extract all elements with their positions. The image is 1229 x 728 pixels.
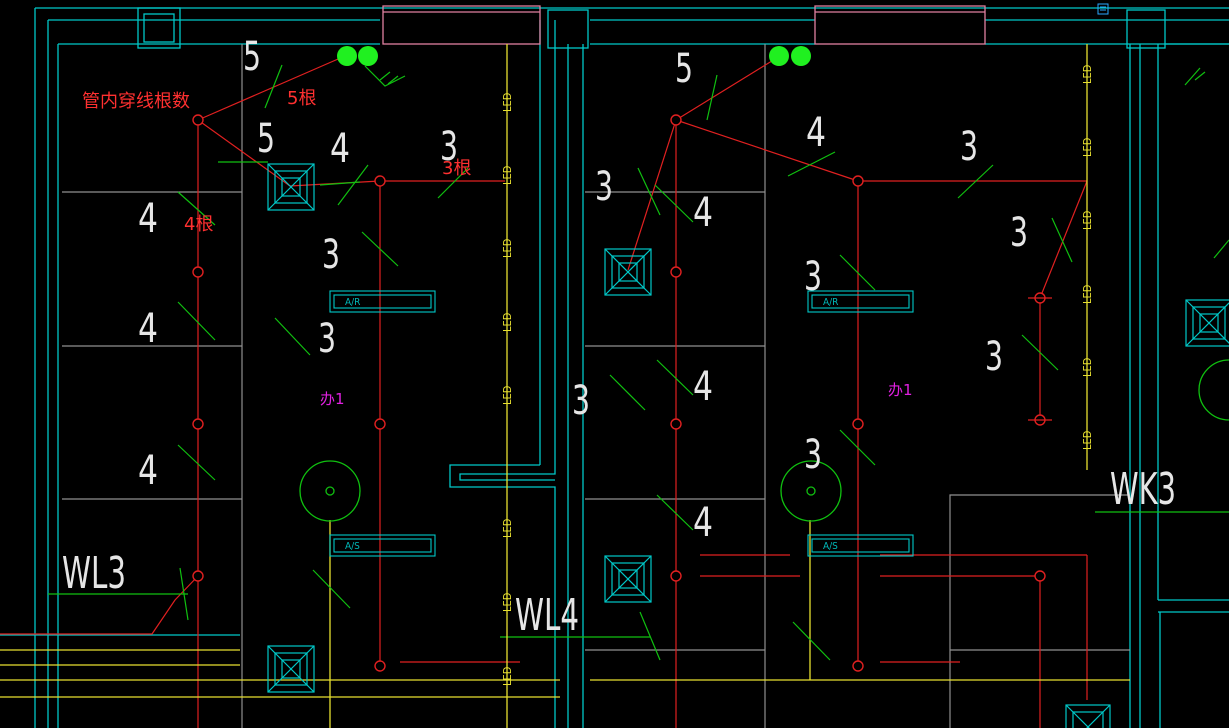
partitions [62,44,1130,728]
panel-label-wl4: WL4 [515,590,579,641]
wire-count-3: 3 [985,334,1003,380]
led-label: LED [501,165,514,185]
slash-marks [177,64,1229,661]
wire-count-4: 4 [138,196,158,242]
panel-label-wk3: WK3 [1110,464,1176,515]
wire-count-4: 4 [330,126,350,172]
socket-symbols [1028,297,1052,421]
top-marker [1097,3,1109,15]
air-grilles [329,290,914,557]
led-label: LED [501,92,514,112]
wire-count-3: 3 [960,124,978,170]
grille-label-ar: A/R [345,297,360,308]
diffuser [604,555,652,603]
wire-count-5: 5 [243,34,261,80]
wire-count-numerals: 5 5 4 3 4 3 4 3 4 5 3 4 4 3 3 3 3 3 4 3 … [138,34,1028,546]
wire-count-4: 4 [693,190,713,236]
diffuser [604,248,652,296]
grille-labels: A/R A/R A/S A/S [345,297,838,552]
walls [0,7,1229,728]
grille-label-as: A/S [823,541,838,552]
led-strips [329,44,1088,728]
led-label: LED [501,666,514,686]
led-label: LED [501,518,514,538]
grille-label-ar: A/R [823,297,838,308]
wire-count-3: 3 [804,432,822,478]
junction-points [192,114,1046,672]
wire-count-4: 4 [693,500,713,546]
led-label: LED [501,312,514,332]
led-labels: LED LED LED LED LED LED LED LED LED LED … [501,64,1094,686]
led-label: LED [1081,210,1094,230]
led-label: LED [501,238,514,258]
diffuser [267,163,315,211]
wire-count-4: 4 [138,306,158,352]
wire-count-3: 3 [440,124,458,170]
panel-labels: WL3 WL4 WK3 [62,464,1176,641]
diffuser [1065,704,1111,728]
wire-count-5: 5 [675,46,693,92]
twin-light-fixtures [337,46,811,66]
wire-count-5: 5 [257,116,275,162]
room-labels: 办1 办1 [320,381,913,408]
switch-symbols [364,65,1206,87]
annotation-5-wires: 5根 [287,88,316,109]
diffuser [267,645,315,693]
windows [382,5,986,45]
square-diffusers [267,163,1229,728]
wire-count-3: 3 [1010,210,1028,256]
columns [137,7,1166,49]
annotation-wire-count-title: 管内穿线根数 [82,91,190,112]
red-annotations: 管内穿线根数 5根 3根 4根 [82,88,471,235]
led-label: LED [1081,64,1094,84]
annotation-3-wires: 3根 [442,158,471,179]
feeders [0,511,1229,698]
wire-count-4: 4 [806,110,826,156]
wire-count-4: 4 [693,364,713,410]
wire-count-3: 3 [595,164,613,210]
annotation-4-wires: 4根 [184,214,213,235]
round-diffusers [299,359,1229,522]
wire-count-3: 3 [572,378,590,424]
diffuser [1185,299,1229,347]
led-label: LED [1081,430,1094,450]
led-label: LED [501,592,514,612]
wire-count-3: 3 [322,232,340,278]
led-label: LED [1081,284,1094,304]
grille-label-as: A/S [345,541,360,552]
led-label: LED [1081,357,1094,377]
led-label: LED [501,385,514,405]
wire-count-4: 4 [138,448,158,494]
panel-label-wl3: WL3 [62,548,126,599]
room-label-right: 办1 [888,381,913,399]
wire-count-3: 3 [804,254,822,300]
led-label: LED [1081,137,1094,157]
wire-count-3: 3 [318,316,336,362]
room-label-left: 办1 [320,390,345,408]
